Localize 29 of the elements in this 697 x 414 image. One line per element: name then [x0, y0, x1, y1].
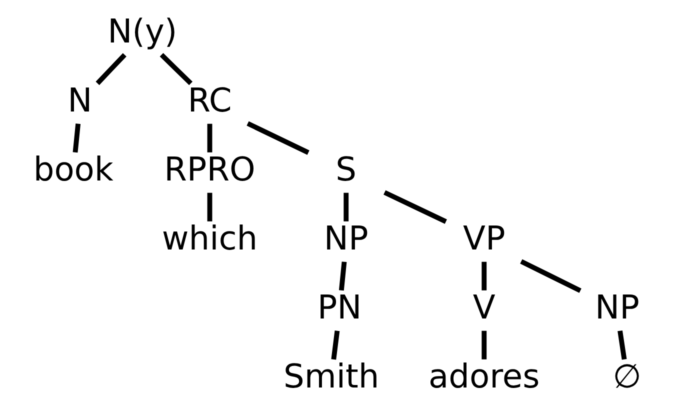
node-text: N(y)	[107, 12, 177, 51]
node-text: VP	[462, 220, 505, 258]
connector	[338, 262, 346, 291]
node-text: adores	[428, 358, 540, 396]
node-text: PN	[316, 288, 362, 327]
node-text: RC	[187, 82, 232, 120]
connector	[206, 192, 212, 222]
connector	[72, 124, 80, 153]
connector	[343, 192, 348, 222]
node-text: NP	[323, 220, 368, 258]
node-text: Smith	[283, 358, 379, 396]
connector	[330, 330, 340, 360]
node-text: which	[161, 220, 258, 258]
connector	[520, 259, 581, 293]
node-text: RPRO	[164, 150, 255, 189]
connector	[383, 190, 446, 224]
connector	[617, 330, 626, 360]
node-text: N	[67, 82, 92, 120]
connector	[481, 262, 486, 290]
node-text: ∅	[612, 358, 641, 396]
connector	[481, 330, 486, 360]
connector	[95, 53, 126, 86]
node-text: V	[472, 288, 495, 327]
connector	[246, 121, 309, 155]
connector	[206, 124, 212, 152]
node-text: S	[335, 150, 356, 189]
node-text: NP	[594, 288, 639, 327]
node-text: book	[32, 150, 113, 189]
connector	[159, 53, 192, 86]
